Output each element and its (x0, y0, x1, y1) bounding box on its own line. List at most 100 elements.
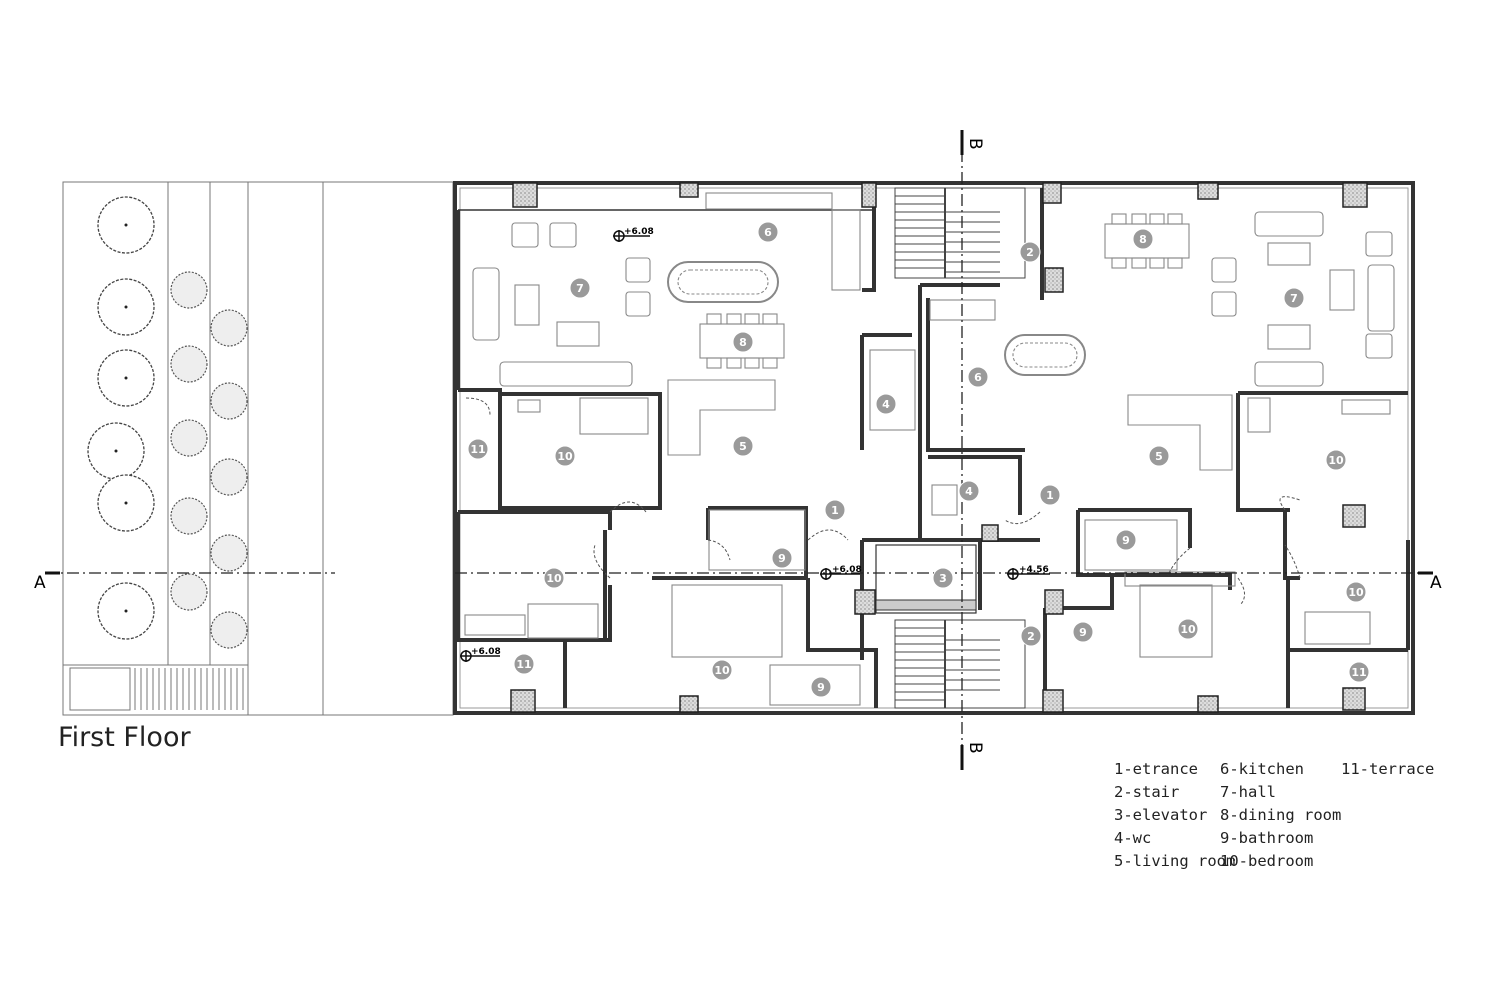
level-marker-icons (460, 230, 1050, 662)
room-tag-number: 8 (1139, 233, 1147, 246)
room-tag-number: 6 (974, 371, 982, 384)
armchair-icon (1211, 257, 1237, 283)
room-tag-circle (1072, 621, 1094, 643)
legend-item: 8-dining room (1220, 806, 1342, 824)
section-marker-a-left: A (34, 573, 46, 593)
coffee-table-icon (514, 284, 540, 326)
room-tag-number: 9 (778, 552, 786, 565)
room-tag-number: 4 (965, 485, 973, 498)
section-marker-a-right: A (1430, 573, 1442, 593)
armchair-icon (549, 222, 577, 248)
armchair-icon (625, 291, 651, 317)
room-tag-circle (932, 567, 954, 589)
level-label: +6.08 (624, 227, 654, 237)
room-tag-number: 10 (1180, 623, 1196, 636)
shrub-icons (170, 271, 248, 649)
shrub-icon (210, 611, 248, 649)
garden-steps (134, 668, 244, 710)
room-tag-circle (543, 567, 565, 589)
room-tag-number: 9 (1122, 534, 1130, 547)
shrub-icon (170, 271, 208, 309)
kitchen-island-icon (667, 261, 779, 303)
room-tag-number: 10 (1328, 454, 1344, 467)
legend-item: 7-hall (1220, 783, 1276, 801)
room-tag-number: 10 (1348, 586, 1364, 599)
shrub-icon (210, 309, 248, 347)
armchair-icon (1365, 231, 1393, 257)
corner-sofa-icon (667, 379, 776, 456)
armchair-icon (1211, 291, 1237, 317)
upper-stair (894, 187, 1026, 279)
lower-stair (894, 619, 1026, 709)
section-marker-b-top: B (965, 138, 985, 150)
drawing-title: First Floor (58, 722, 191, 753)
sofa-icon (472, 267, 500, 341)
room-tag-circle (958, 480, 980, 502)
legend-item: 11-terrace (1341, 760, 1435, 778)
room-tag-circle (732, 331, 754, 353)
room-tag-circle (824, 499, 846, 521)
shrub-icon (170, 419, 208, 457)
room-tag-circle (1132, 228, 1154, 250)
room-tag-circle (1148, 445, 1170, 467)
room-tag-number: 4 (882, 398, 890, 411)
shrub-icon (210, 382, 248, 420)
room-tag-number: 2 (1026, 246, 1034, 259)
structural-columns (510, 182, 1368, 713)
room-tag-number: 9 (1079, 626, 1087, 639)
room-tag-circle (1345, 581, 1367, 603)
room-tag-circle (771, 547, 793, 569)
armchair-icon (1365, 333, 1393, 359)
shrub-icon (170, 497, 208, 535)
room-tag-number: 8 (739, 336, 747, 349)
room-tag-number: 5 (739, 440, 747, 453)
armchair-icon (511, 222, 539, 248)
furniture (464, 192, 1395, 706)
room-tag-number: 3 (939, 572, 947, 585)
shrub-icon (210, 534, 248, 572)
legend-item: 9-bathroom (1220, 829, 1314, 847)
room-tag-circle (569, 277, 591, 299)
kitchen-island-icon (1004, 334, 1086, 376)
room-tag-circle (513, 653, 535, 675)
room-tag-number: 1 (1046, 489, 1054, 502)
shrub-icon (170, 573, 208, 611)
room-tag-circle (1020, 625, 1042, 647)
room-tag-circle (1019, 241, 1041, 263)
room-tag-circle (757, 221, 779, 243)
room-tag-circle (1177, 618, 1199, 640)
room-tag-number: 10 (714, 664, 730, 677)
armchair-icon (625, 257, 651, 283)
corner-sofa-icon (1127, 394, 1233, 471)
sofa-icon (1367, 264, 1395, 332)
legend-item: 4-wc (1114, 829, 1152, 847)
room-tag-circle (1348, 661, 1370, 683)
room-tag-circle (1115, 529, 1137, 551)
room-tag-number: 1 (831, 504, 839, 517)
sofa-icon (499, 361, 633, 387)
sofa-icon (1254, 361, 1324, 387)
room-tag-number: 5 (1155, 450, 1163, 463)
room-tag-circle (967, 366, 989, 388)
shrub-icon (170, 345, 208, 383)
level-label: +6.08 (471, 647, 501, 657)
interior-walls (456, 188, 1410, 708)
room-tag-number: 10 (557, 450, 573, 463)
legend-item: 5-living room (1114, 852, 1236, 870)
legend-item: 6-kitchen (1220, 760, 1304, 778)
room-tag-circle (875, 393, 897, 415)
dining-table-icon (1104, 223, 1190, 259)
room-tag-circle (732, 435, 754, 457)
elevator-shaft (875, 544, 977, 614)
section-marker-b-bottom: B (965, 742, 985, 754)
room-tag-circle (810, 676, 832, 698)
room-tag-number: 2 (1027, 630, 1035, 643)
sofa-icon (1254, 211, 1324, 237)
dining-table-icon (699, 323, 785, 359)
level-label: +4.56 (1019, 565, 1049, 575)
room-tag-number: 11 (1351, 666, 1366, 679)
level-label: +6.08 (832, 565, 862, 575)
garden-area (62, 181, 454, 716)
